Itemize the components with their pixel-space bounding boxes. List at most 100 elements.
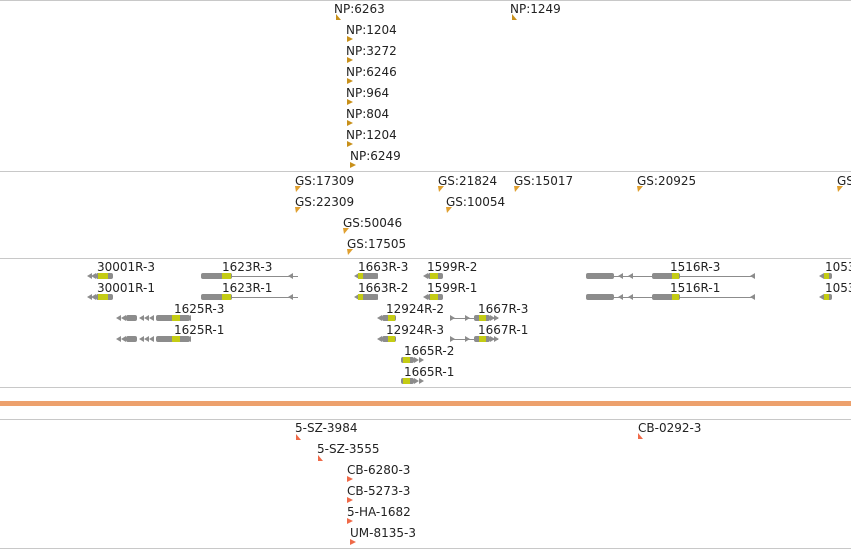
strand-arrow — [288, 294, 293, 300]
gs-marker — [637, 186, 643, 192]
cb-marker — [318, 455, 323, 461]
gene-utr — [403, 378, 410, 384]
feature-label-gs-20925[interactable]: GS:20925 — [637, 174, 697, 188]
gene-label-30001r-1[interactable]: 30001R-1 — [97, 281, 155, 295]
feature-label-gs-10054[interactable]: GS:10054 — [446, 195, 506, 209]
gene-label-1599r-1[interactable]: 1599R-1 — [427, 281, 478, 295]
gene-label-12924r-3[interactable]: 12924R-3 — [386, 323, 444, 337]
gene-utr — [98, 294, 108, 300]
strand-arrow — [750, 294, 755, 300]
feature-label-np-1204-b[interactable]: NP:1204 — [346, 128, 397, 142]
strand-arrow — [465, 315, 470, 321]
feature-label-gs-21824[interactable]: GS:21824 — [438, 174, 498, 188]
feature-label-gs-partial[interactable]: GS — [837, 174, 851, 188]
chromosome-bar — [0, 401, 851, 406]
strand-arrow — [87, 273, 92, 279]
feature-label-5-ha-1682[interactable]: 5-HA-1682 — [347, 505, 411, 519]
strand-arrow — [450, 336, 455, 342]
cb-marker — [347, 518, 353, 524]
feature-label-np-6246[interactable]: NP:6246 — [346, 65, 397, 79]
gene-label-1663r-2[interactable]: 1663R-2 — [358, 281, 409, 295]
gene-utr — [672, 273, 679, 279]
feature-label-np-804[interactable]: NP:804 — [346, 107, 390, 121]
strand-arrow — [139, 315, 144, 321]
gene-utr — [824, 273, 829, 279]
gene-utr — [479, 315, 486, 321]
strand-arrow — [121, 315, 126, 321]
np-marker — [336, 14, 341, 20]
feature-label-np-6249[interactable]: NP:6249 — [350, 149, 401, 163]
gene-label-1665r-2[interactable]: 1665R-2 — [404, 344, 455, 358]
gene-utr — [358, 294, 363, 300]
gene-utr — [430, 273, 438, 279]
gene-label-1663r-3[interactable]: 1663R-3 — [358, 260, 409, 274]
np-marker — [347, 36, 353, 42]
gene-exon — [586, 294, 614, 300]
gene-label-1665r-1[interactable]: 1665R-1 — [404, 365, 455, 379]
gene-label-1667r-1[interactable]: 1667R-1 — [478, 323, 529, 337]
gene-label-1516r-1[interactable]: 1516R-1 — [670, 281, 721, 295]
cb-marker — [347, 497, 353, 503]
strand-arrow — [628, 294, 633, 300]
strand-arrow — [373, 294, 378, 300]
gene-label-1599r-2[interactable]: 1599R-2 — [427, 260, 478, 274]
feature-label-gs-17505[interactable]: GS:17505 — [347, 237, 407, 251]
gene-label-12924r-2[interactable]: 12924R-2 — [386, 302, 444, 316]
feature-label-um-8135-3[interactable]: UM-8135-3 — [350, 526, 416, 540]
feature-label-np-6263[interactable]: NP:6263 — [334, 2, 385, 16]
gs-marker — [514, 186, 520, 192]
feature-label-np-1249[interactable]: NP:1249 — [510, 2, 561, 16]
feature-label-np-1204[interactable]: NP:1204 — [346, 23, 397, 37]
strand-arrow — [186, 336, 191, 342]
strand-arrow — [819, 273, 824, 279]
feature-label-gs-17309[interactable]: GS:17309 — [295, 174, 355, 188]
gene-exon — [126, 315, 137, 321]
np-marker — [347, 99, 353, 105]
feature-label-np-3272[interactable]: NP:3272 — [346, 44, 397, 58]
np-marker — [350, 162, 356, 168]
gene-utr — [222, 294, 231, 300]
strand-arrow — [87, 294, 92, 300]
feature-label-cb-6280-3[interactable]: CB-6280-3 — [347, 463, 411, 477]
strand-arrow — [750, 273, 755, 279]
feature-label-gs-22309[interactable]: GS:22309 — [295, 195, 355, 209]
gene-label-1516r-3[interactable]: 1516R-3 — [670, 260, 721, 274]
feature-label-5-sz-3555[interactable]: 5-SZ-3555 — [317, 442, 380, 456]
strand-arrow — [490, 315, 495, 321]
strand-arrow — [288, 273, 293, 279]
strand-arrow — [139, 336, 144, 342]
gene-exon — [586, 273, 614, 279]
strand-arrow — [628, 273, 633, 279]
np-marker — [347, 78, 353, 84]
gene-label-30001r-3[interactable]: 30001R-3 — [97, 260, 155, 274]
gs-marker — [446, 207, 452, 213]
np-marker — [512, 14, 517, 20]
gene-label-1667r-3[interactable]: 1667R-3 — [478, 302, 529, 316]
feature-label-cb-5273-3[interactable]: CB-5273-3 — [347, 484, 411, 498]
strand-arrow — [465, 336, 470, 342]
feature-label-5-sz-3984[interactable]: 5-SZ-3984 — [295, 421, 358, 435]
gene-label-1623r-1[interactable]: 1623R-1 — [222, 281, 273, 295]
gene-label-1623r-3[interactable]: 1623R-3 — [222, 260, 273, 274]
strand-arrow — [149, 315, 154, 321]
gs-marker — [295, 186, 301, 192]
feature-label-np-964[interactable]: NP:964 — [346, 86, 390, 100]
feature-label-gs-50046[interactable]: GS:50046 — [343, 216, 403, 230]
strand-arrow — [369, 294, 374, 300]
feature-label-gs-15017[interactable]: GS:15017 — [514, 174, 574, 188]
np-marker — [347, 141, 353, 147]
strand-arrow — [116, 315, 121, 321]
strand-arrow — [377, 336, 382, 342]
feature-label-cb-0292-3[interactable]: CB-0292-3 — [638, 421, 702, 435]
gene-utr — [172, 315, 180, 321]
strand-arrow — [354, 273, 359, 279]
strand-arrow — [91, 273, 96, 279]
gene-utr — [479, 336, 486, 342]
gene-label-1625r-1[interactable]: 1625R-1 — [174, 323, 225, 337]
gene-label-1625r-3[interactable]: 1625R-3 — [174, 302, 225, 316]
strand-arrow — [419, 357, 424, 363]
gene-utr — [388, 336, 395, 342]
